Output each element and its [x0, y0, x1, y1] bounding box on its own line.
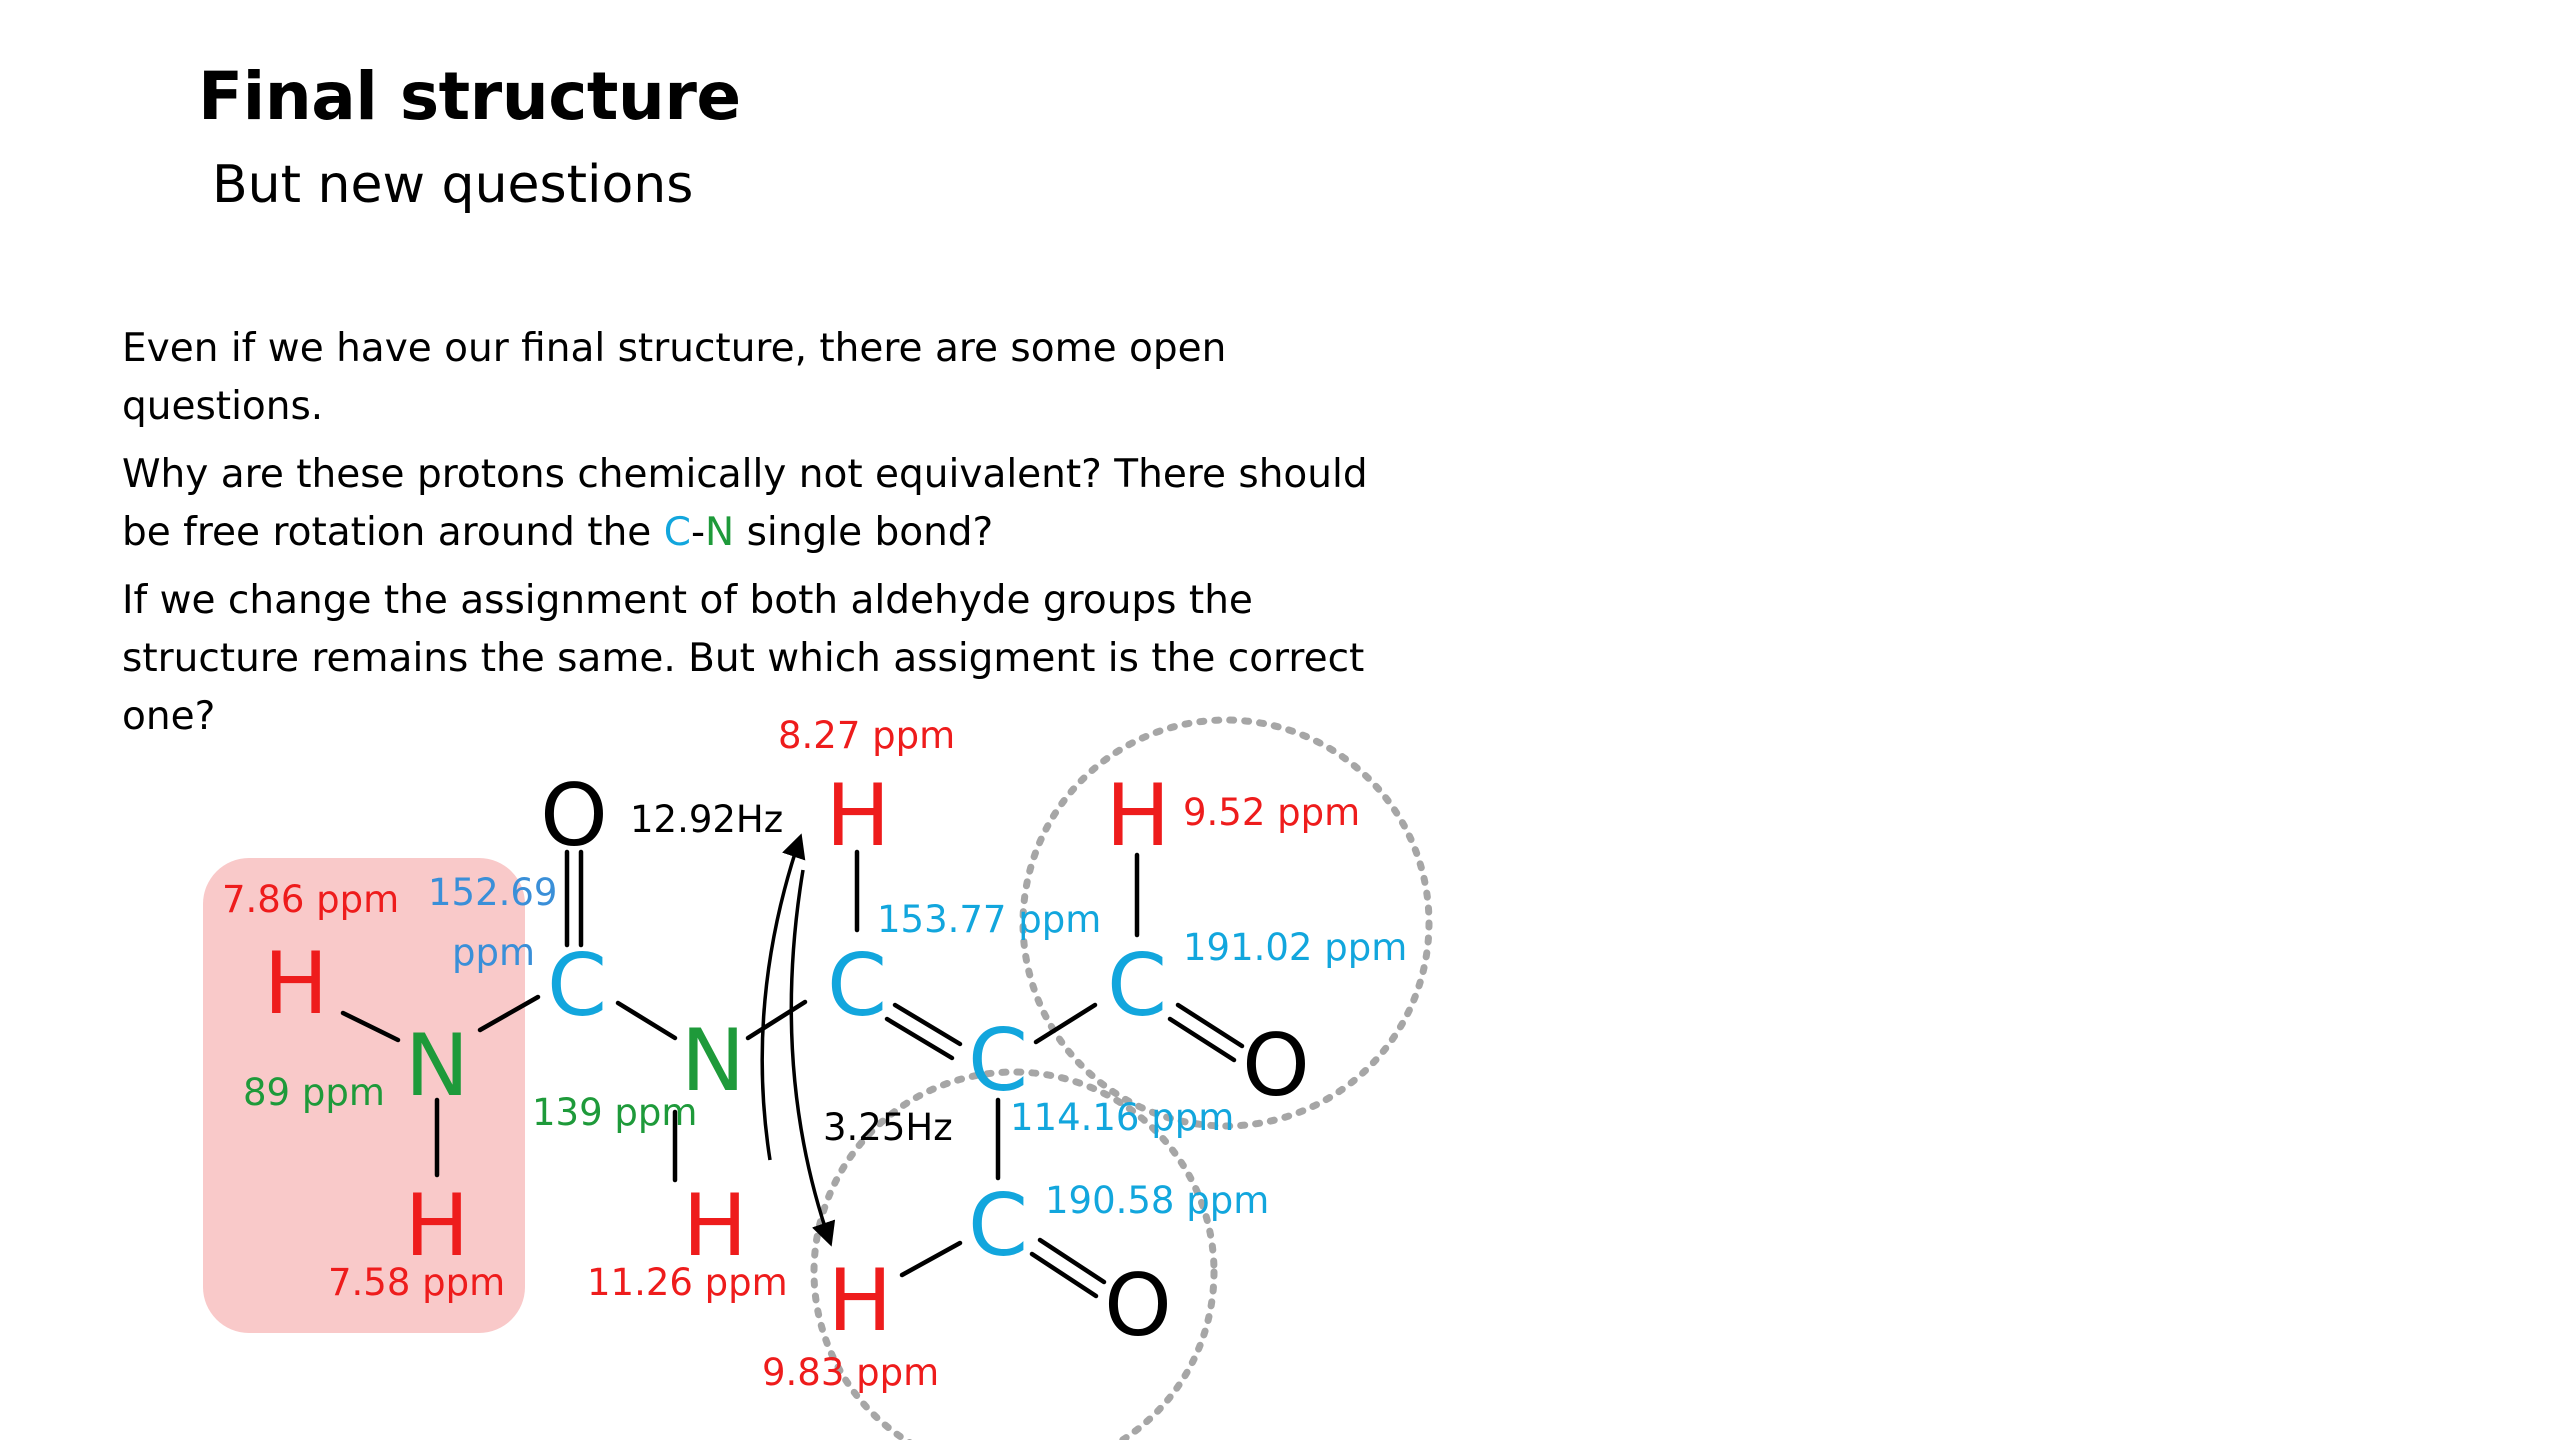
bond-c-n-mid	[615, 1000, 678, 1041]
paragraph-rotation-text: Why are these protons chemically not equ…	[122, 452, 1368, 555]
bond-h-n-left	[340, 1010, 401, 1043]
label-h-827: 8.27 ppm	[778, 714, 955, 757]
atom-h-amide-left: H	[264, 934, 329, 1034]
label-c-19102: 191.02 ppm	[1183, 926, 1407, 969]
bond-c-o-ald1-b	[1167, 1016, 1237, 1063]
label-n-139: 139 ppm	[532, 1091, 697, 1134]
paragraph-rotation-end: single bond?	[734, 510, 994, 555]
bond-c-o-ald2-a	[1037, 1237, 1107, 1285]
atom-h-vinyl: H	[826, 766, 891, 866]
label-h-786: 7.86 ppm	[222, 878, 399, 921]
atom-o-aldehyde1: O	[1242, 1016, 1310, 1116]
label-c-15269-value: 152.69	[428, 871, 557, 914]
bond-n-c-carbonyl	[477, 994, 541, 1033]
label-c-15377: 153.77 ppm	[877, 898, 1101, 941]
atom-c-aldehyde2: C	[968, 1176, 1028, 1276]
atom-c-carbonyl: C	[547, 936, 607, 1036]
coupling-arrow-1292	[760, 833, 806, 1161]
atom-c-center: C	[968, 1011, 1028, 1111]
atom-o-carbonyl: O	[540, 766, 608, 866]
bond-n-c-vinyl	[745, 999, 808, 1041]
paragraph-open-questions: Even if we have our final structure, the…	[122, 326, 1227, 429]
atom-h-nh: H	[683, 1176, 748, 1276]
bond-c-o-ald2-b	[1029, 1251, 1099, 1299]
label-j-325: 3.25Hz	[823, 1106, 953, 1149]
highlight-dash: -	[690, 510, 706, 555]
paragraph-assignment: If we change the assignment of both alde…	[122, 578, 1365, 739]
aldehyde-circle-upper	[1019, 716, 1433, 1130]
bond-c-c-ald1	[1033, 1002, 1098, 1045]
bond-c-c-double-a	[892, 1002, 963, 1047]
label-h-952: 9.52 ppm	[1183, 791, 1360, 834]
bond-c-c-double-b	[884, 1016, 955, 1061]
atom-h-aldehyde1: H	[1106, 766, 1171, 866]
label-h-983: 9.83 ppm	[762, 1351, 939, 1394]
label-h-1126: 11.26 ppm	[587, 1261, 788, 1304]
label-c-15269-unit: ppm	[452, 931, 535, 974]
label-n-89: 89 ppm	[243, 1071, 385, 1114]
coupling-arrow-325	[789, 869, 836, 1247]
label-h-758: 7.58 ppm	[328, 1261, 505, 1304]
slide-title: Final structure	[198, 58, 741, 135]
label-c-19058: 190.58 ppm	[1045, 1179, 1269, 1222]
bond-c-h-ald2	[899, 1240, 963, 1278]
label-c-11416: 114.16 ppm	[1010, 1096, 1234, 1139]
paragraph-rotation: Why are these protons chemically not equ…	[122, 446, 1422, 562]
body-text: Even if we have our final structure, the…	[122, 320, 1422, 756]
nh2-highlight-box	[203, 858, 525, 1333]
atom-n-amide: N	[405, 1016, 469, 1116]
slide-subtitle: But new questions	[212, 155, 694, 215]
atom-c-aldehyde1: C	[1107, 936, 1167, 1036]
atom-c-vinyl: C	[827, 936, 887, 1036]
highlight-n: N	[705, 510, 735, 555]
atom-o-aldehyde2: O	[1104, 1256, 1172, 1356]
atom-h-amide-bottom: H	[405, 1176, 470, 1276]
atom-h-aldehyde2: H	[828, 1251, 893, 1351]
atom-n-mid: N	[681, 1011, 745, 1111]
aldehyde-circle-lower	[810, 1068, 1218, 1440]
bond-c-o-ald1-a	[1175, 1002, 1245, 1049]
highlight-c: C	[663, 510, 691, 555]
label-j-1292: 12.92Hz	[630, 798, 783, 841]
